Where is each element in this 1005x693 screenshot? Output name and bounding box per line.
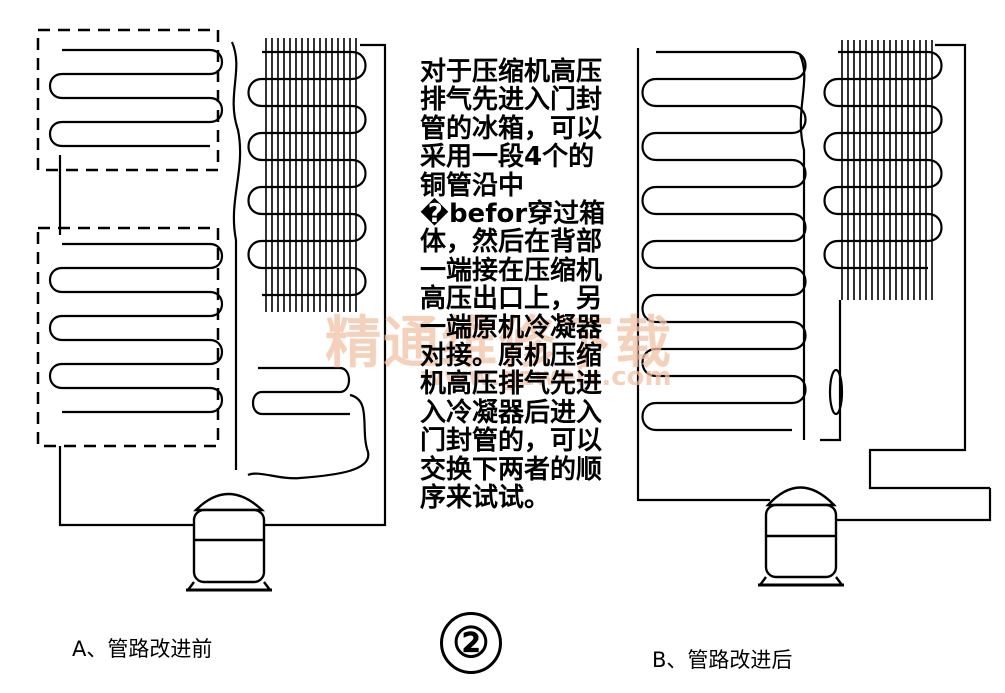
seal-outer-pipe-b	[636, 48, 770, 502]
seal-return-pipe	[230, 41, 242, 470]
compressor-inlet-pipe-a	[58, 446, 195, 527]
tube-run	[247, 50, 367, 297]
tube-run	[48, 48, 224, 148]
condenser-outlet-pipe	[260, 43, 387, 527]
diagram-a-before	[36, 28, 387, 592]
door-seal-serpentine-lower	[48, 242, 224, 414]
drier-filter-b	[828, 368, 844, 416]
condenser-wires-a	[265, 38, 357, 312]
condenser-coil-b	[823, 50, 943, 270]
caption-b: B、管路改进后	[652, 648, 793, 672]
description-text: 对于压缩机高压排气先进入门封管的冰箱，可以采用一段4个的铜管沿中�befor穿过…	[420, 57, 606, 514]
tube-run	[48, 242, 224, 414]
caption-a: A、管路改进前	[72, 637, 213, 661]
lower-serpentine-a	[251, 366, 351, 416]
tube-run	[823, 50, 943, 270]
door-seal-serpentine-upper	[48, 48, 224, 148]
figure-number: ②	[440, 612, 502, 674]
door-seal-region-lower	[36, 226, 220, 448]
condenser-coil-a	[247, 50, 367, 297]
wavy-tube-a	[247, 393, 370, 480]
compressor-b	[758, 486, 844, 587]
diagram-b-after	[636, 40, 992, 587]
condenser-wires-b	[841, 40, 933, 300]
compressor-link-pipe-b	[830, 488, 992, 522]
condenser-outlet-pipe-b	[868, 43, 990, 490]
seal-return-pipe-b	[799, 54, 806, 440]
compressor-a	[186, 492, 272, 592]
condenser-drop-pipe-b	[820, 300, 842, 442]
watermark-url: www.gzweix.com	[420, 362, 672, 392]
watermark-text: 精通维修下载	[325, 311, 673, 376]
